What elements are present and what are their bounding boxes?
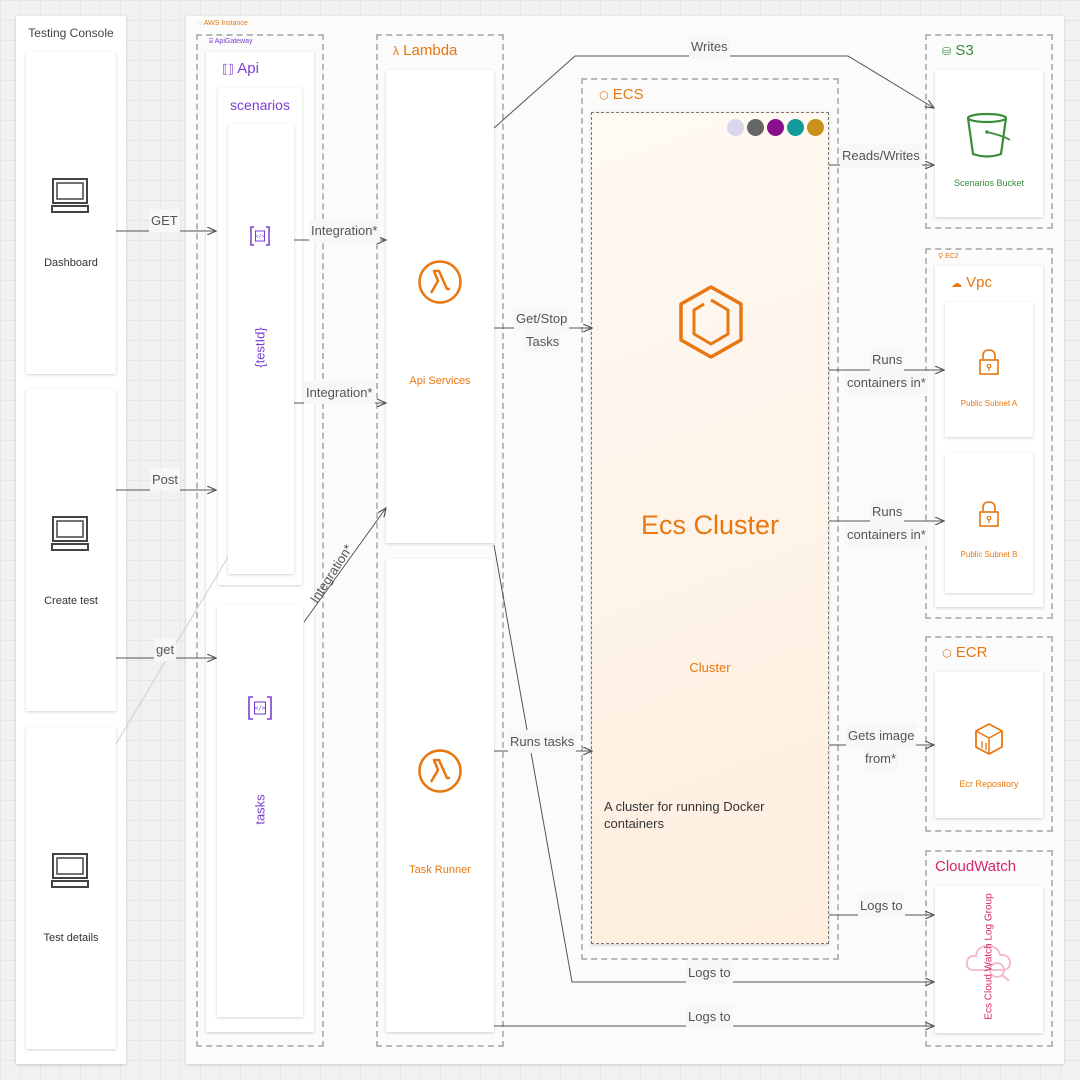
ecs-title: ⬡ ECS <box>599 86 644 103</box>
ecs-cluster[interactable] <box>591 112 829 944</box>
api-title: ⟦⟧ Api <box>222 60 259 77</box>
lambda-icon <box>418 260 462 304</box>
ecr-group <box>925 636 1053 832</box>
cluster-color-swatches <box>727 119 824 136</box>
ecs-cluster-description-line2: containers <box>604 816 664 831</box>
lambda-title: λ Lambda <box>393 42 457 59</box>
s3-small-icon: ⛁ <box>942 46 952 58</box>
testing-console-title: Testing Console <box>28 26 114 40</box>
apigateway-label-text: ApiGateway <box>214 38 253 45</box>
ec2-label: ⚲ EC2 <box>938 253 959 260</box>
vpc-title-text: Vpc <box>966 274 993 291</box>
lambda-api-services-label: Api Services <box>409 375 471 387</box>
edge-label-runs-containers-b-1: Runs <box>870 500 905 523</box>
api-icon: ⟦⟧ <box>222 62 234 76</box>
ecs-group <box>581 78 839 960</box>
edge-label-runs-tasks: Runs tasks <box>508 730 577 753</box>
edge-label-integration-2: Integration* <box>304 381 375 404</box>
aws-instance-label: ◌ AWS Instance <box>198 20 248 27</box>
lambda-api-services[interactable] <box>386 70 494 543</box>
lock-icon <box>979 349 999 375</box>
cloudwatch-title: CloudWatch <box>935 858 1017 875</box>
edge-label-runs-containers-a-2: containers in* <box>845 371 928 394</box>
ecr-small-icon: ⬡ <box>942 648 952 660</box>
s3-group <box>925 34 1053 229</box>
computer-icon <box>51 516 89 551</box>
computer-icon <box>51 178 89 213</box>
edge-label-runs-containers-b-2: containers in* <box>845 523 928 546</box>
vpc-title: ☁ Vpc <box>951 274 992 291</box>
swatch[interactable] <box>767 119 784 136</box>
ecs-title-text: ECS <box>612 86 644 103</box>
edge-label-get-stop-1: Get/Stop <box>514 307 570 330</box>
cloudwatch-group <box>925 850 1053 1047</box>
swatch[interactable] <box>787 119 804 136</box>
swatch[interactable] <box>747 119 764 136</box>
cloud-search-icon <box>965 945 1011 982</box>
edge-label-logs-to-lambda-1: Logs to <box>686 961 733 984</box>
edge-label-gets-image-1: Gets image <box>846 724 917 747</box>
ec2-label-text: EC2 <box>945 253 959 260</box>
edge-label-reads-writes: Reads/Writes <box>840 144 922 167</box>
s3-title-text: S3 <box>955 42 974 59</box>
ec2-group <box>925 248 1053 619</box>
client-label-dashboard: Dashboard <box>44 257 98 269</box>
s3-title: ⛁ S3 <box>942 42 974 59</box>
lambda-task-runner-label: Task Runner <box>409 864 471 876</box>
api-endpoint-icon: </> <box>248 696 272 720</box>
edge-label-writes: Writes <box>689 35 730 58</box>
edge-label-integration-1: Integration* <box>309 219 380 242</box>
svg-text:</>: </> <box>255 234 264 240</box>
subnet-a-label: Public Subnet A <box>960 399 1018 408</box>
client-label-test-details: Test details <box>43 932 99 944</box>
resource-testid[interactable] <box>228 124 294 574</box>
lambda-small-icon: λ <box>393 44 399 58</box>
lambda-task-runner[interactable] <box>386 559 494 1032</box>
svg-text:</>: </> <box>255 705 266 712</box>
ecs-cluster-icon <box>679 285 743 359</box>
edge-label-gets-image-2: from* <box>863 747 899 770</box>
edge-label-post: Post <box>150 468 181 491</box>
scenarios-title: scenarios <box>230 97 290 113</box>
apigateway-label: ⌸ ApiGateway <box>209 38 253 45</box>
s3-bucket-label: Scenarios Bucket <box>953 178 1025 188</box>
api-endpoint-icon: </> <box>250 226 270 246</box>
edge-label-runs-containers-a-1: Runs <box>870 348 905 371</box>
ecr-title-text: ECR <box>955 644 988 661</box>
computer-icon <box>51 853 89 888</box>
resource-tasks[interactable] <box>217 605 303 1017</box>
ecr-repository-label: Ecr Repository <box>959 779 1019 789</box>
ecs-cluster-title: Ecs Cluster <box>640 510 780 540</box>
swatch[interactable] <box>807 119 824 136</box>
bucket-icon <box>966 112 1011 158</box>
lambda-title-text: Lambda <box>403 42 458 59</box>
aws-instance-label-text: AWS Instance <box>203 20 248 27</box>
apigateway-group <box>196 34 324 1047</box>
client-label-create-test: Create test <box>44 595 98 607</box>
edge-label-logs-to-ecs: Logs to <box>858 894 905 917</box>
edge-label-get-stop-2: Tasks <box>524 330 562 353</box>
subnet-b-label: Public Subnet B <box>960 550 1018 559</box>
vpc-cloud-icon: ☁ <box>951 278 962 290</box>
api-title-text: Api <box>237 60 259 77</box>
edge-label-logs-to-lambda-2: Logs to <box>686 1005 733 1028</box>
ecs-small-icon: ⬡ <box>599 90 609 102</box>
lambda-group <box>376 34 504 1047</box>
edge-label-get: GET <box>149 209 180 232</box>
ecs-cluster-type: Cluster <box>689 660 731 675</box>
ecr-title: ⬡ ECR <box>942 644 987 661</box>
ecs-cluster-description-line1: A cluster for running Docker <box>604 799 765 814</box>
s3-scenarios-bucket[interactable] <box>935 70 1043 217</box>
cloudwatch-log-group[interactable] <box>935 886 1043 1033</box>
swatch[interactable] <box>727 119 744 136</box>
edge-label-get-lower: get <box>154 638 177 661</box>
ecr-repository-icon <box>975 723 1003 755</box>
lock-icon <box>979 501 999 527</box>
lambda-icon <box>418 749 462 793</box>
